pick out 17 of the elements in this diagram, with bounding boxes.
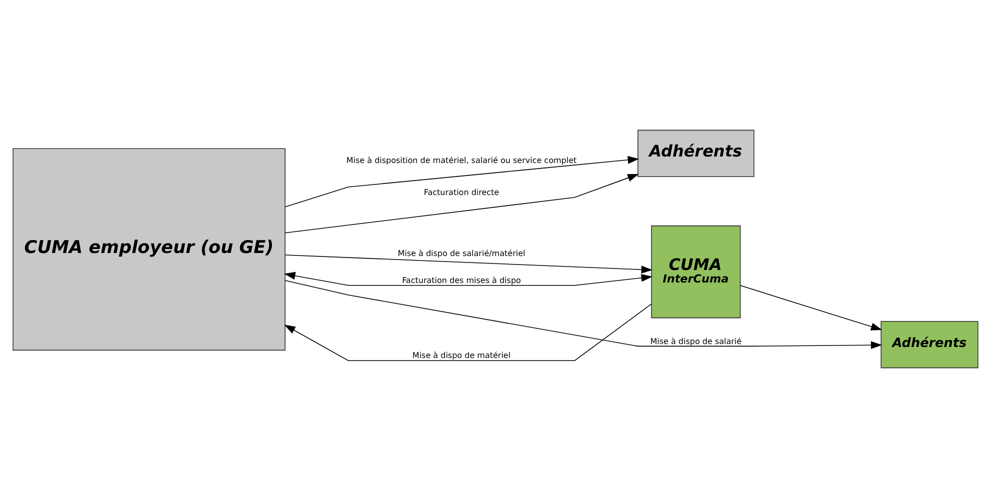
arrow xyxy=(284,173,639,233)
edge-label: Mise à disposition de matériel, salarié ou service complet xyxy=(346,156,577,164)
node-box: CUMA employeur (ou GE) xyxy=(12,148,286,350)
node-box: Adhérents xyxy=(638,129,754,176)
arrow xyxy=(284,271,652,286)
edge-label: Mise à dispo de matériel xyxy=(412,350,511,360)
node-box: Adhérents xyxy=(880,320,978,368)
edge-label: Mise à dispo de salarié/matériel xyxy=(398,248,526,258)
node-box: CUMA InterCuma xyxy=(651,224,741,318)
arrow xyxy=(284,280,882,349)
arrow xyxy=(284,303,652,360)
arrow xyxy=(284,156,640,207)
arrow xyxy=(284,254,653,274)
edge-label: Facturation des mises à dispo xyxy=(402,276,521,284)
edge-label: Mise à dispo de salarié xyxy=(650,336,742,346)
edge-label: Facturation directe xyxy=(424,188,500,196)
arrow xyxy=(740,284,882,330)
